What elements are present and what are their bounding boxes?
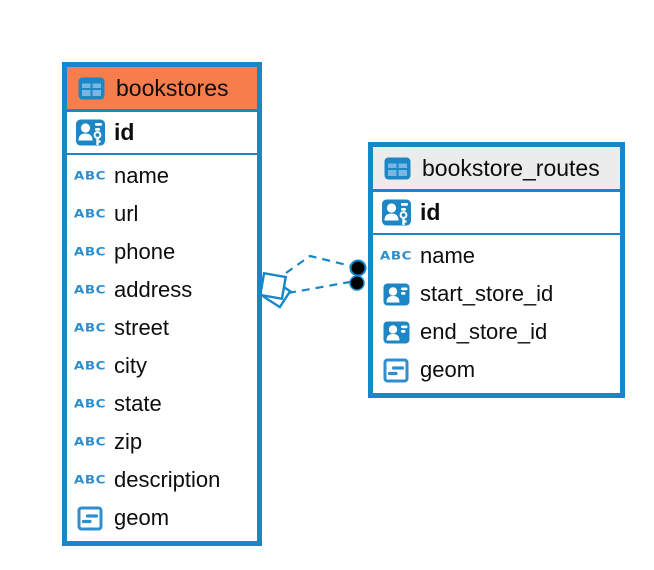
text-type-icon: ABC (73, 244, 107, 260)
column-row[interactable]: ABC name (67, 157, 257, 195)
column-name: geom (420, 357, 476, 382)
column-row[interactable]: ABC phone (67, 233, 257, 271)
entity-columns: ABC name start_store_id (373, 235, 620, 393)
entity-header-bookstore-routes[interactable]: bookstore_routes (373, 147, 620, 192)
column-name: state (114, 391, 162, 416)
geometry-type-icon (380, 358, 412, 383)
table-icon (381, 157, 413, 180)
column-name: start_store_id (420, 281, 554, 306)
column-row[interactable]: ABC city (67, 347, 257, 385)
column-name: description (114, 467, 221, 492)
entity-columns: ABC name ABC url ABC phone ABC address A… (67, 155, 257, 541)
column-name: name (114, 163, 170, 188)
text-type-icon: ABC (73, 472, 107, 488)
reference-type-icon (380, 321, 412, 344)
text-type-icon: ABC (73, 320, 107, 336)
column-row-pk[interactable]: id (373, 192, 620, 235)
primary-key-icon (380, 197, 412, 228)
entity-title: bookstore_routes (422, 154, 600, 181)
relationship-line-lower[interactable] (287, 280, 351, 295)
reference-type-icon (380, 283, 412, 306)
column-row[interactable]: ABC url (67, 195, 257, 233)
column-name: url (114, 201, 139, 226)
column-name: phone (114, 239, 176, 264)
primary-key-icon (74, 117, 106, 148)
column-name: street (114, 315, 170, 340)
column-row[interactable]: ABC zip (67, 423, 257, 461)
column-row[interactable]: ABC description (67, 461, 257, 499)
relationship-source-marker-icon (258, 271, 292, 309)
column-row[interactable]: ABC street (67, 309, 257, 347)
column-name: geom (114, 505, 170, 530)
entity-header-bookstores[interactable]: bookstores (67, 67, 257, 112)
text-type-icon: ABC (73, 434, 107, 450)
relationship-anchor-dots-icon (349, 259, 367, 291)
column-name: id (114, 119, 135, 145)
entity-title: bookstores (116, 74, 229, 101)
text-type-icon: ABC (73, 168, 107, 184)
text-type-icon: ABC (73, 358, 107, 374)
column-row[interactable]: ABC address (67, 271, 257, 309)
entity-bookstore-routes[interactable]: bookstore_routes id ABC name (368, 142, 625, 398)
column-name: address (114, 277, 193, 302)
column-row[interactable]: start_store_id (373, 275, 620, 313)
column-name: end_store_id (420, 319, 548, 344)
column-name: name (420, 243, 476, 268)
column-row[interactable]: ABC name (373, 237, 620, 275)
text-type-icon: ABC (73, 206, 107, 222)
column-row[interactable]: geom (67, 499, 257, 537)
table-icon (75, 77, 107, 100)
column-name: zip (114, 429, 143, 454)
column-row-pk[interactable]: id (67, 112, 257, 155)
entity-bookstores[interactable]: bookstores id ABC name (62, 62, 262, 546)
geometry-type-icon (74, 506, 106, 531)
column-row[interactable]: end_store_id (373, 313, 620, 351)
relationship-line-upper[interactable] (285, 254, 352, 274)
column-name: city (114, 353, 147, 378)
text-type-icon: ABC (73, 396, 107, 412)
column-name: id (420, 199, 441, 225)
text-type-icon: ABC (379, 248, 413, 264)
column-row[interactable]: ABC state (67, 385, 257, 423)
relationship-connector[interactable] (258, 254, 367, 309)
column-row[interactable]: geom (373, 351, 620, 389)
text-type-icon: ABC (73, 282, 107, 298)
